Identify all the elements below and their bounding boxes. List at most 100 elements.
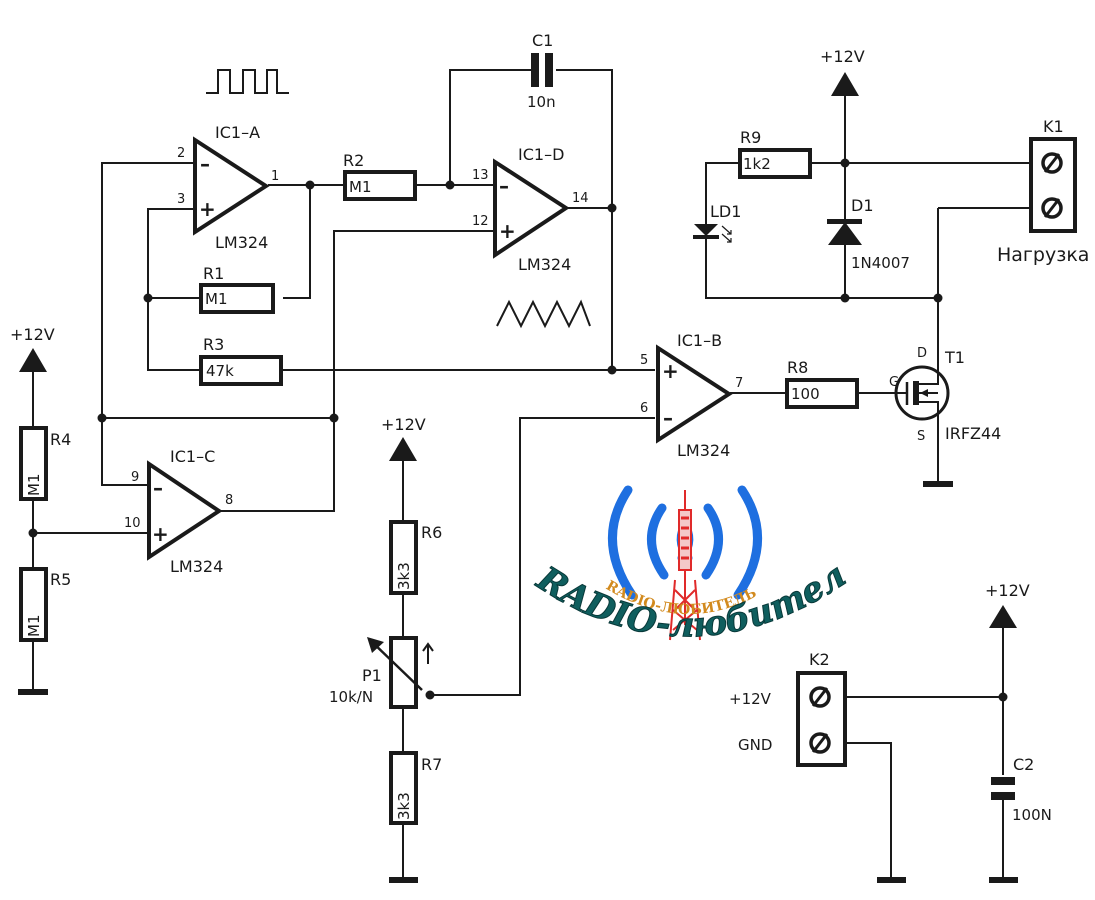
r2-ref: R2 bbox=[343, 151, 364, 170]
ic1d-part: LM324 bbox=[518, 255, 571, 274]
minus-sign: – bbox=[663, 406, 673, 430]
r9-ref: R9 bbox=[740, 128, 761, 147]
r7-value: 3k3 bbox=[395, 792, 413, 820]
ground-icon bbox=[923, 481, 953, 487]
radio-lyubitel-logo: RADIO-ЛЮБИТЕЛЬ RADIO-любитель bbox=[0, 0, 854, 646]
screw-terminal-icon bbox=[809, 686, 831, 708]
r1-value: M1 bbox=[205, 290, 228, 308]
plus-sign: + bbox=[499, 219, 516, 243]
c1-ref: C1 bbox=[532, 31, 553, 50]
increase-arrow-icon bbox=[422, 642, 434, 664]
opamp-ic1a: IC1–A LM324 2 3 1 – + bbox=[177, 123, 279, 252]
minus-sign: – bbox=[499, 174, 509, 198]
junction-dot bbox=[305, 180, 315, 190]
opamp-ic1c: IC1–C LM324 9 10 8 – + bbox=[124, 447, 233, 576]
junction-dot bbox=[607, 203, 617, 213]
screw-terminal-icon bbox=[1041, 197, 1063, 219]
resistor-r7: R7 3k3 bbox=[389, 751, 442, 825]
plus-sign: + bbox=[152, 522, 169, 546]
ic1c-part: LM324 bbox=[170, 557, 223, 576]
r8-value: 100 bbox=[791, 385, 820, 403]
ic1b-pin-plus: 5 bbox=[640, 353, 648, 368]
r3-ref: R3 bbox=[203, 335, 224, 354]
screw-terminal-icon bbox=[809, 732, 831, 754]
potentiometer-p1: P1 10k/N bbox=[329, 636, 434, 709]
ic1a-part: LM324 bbox=[215, 233, 268, 252]
r1-ref: R1 bbox=[203, 264, 224, 283]
ic1d-pin-out: 14 bbox=[572, 191, 589, 206]
ic1c-ref: IC1–C bbox=[170, 447, 215, 466]
ic1b-ref: IC1–B bbox=[677, 331, 722, 350]
resistor-r4: R4 M1 bbox=[19, 426, 71, 501]
k2-pin2-label: GND bbox=[738, 736, 772, 754]
ic1a-pin-out: 1 bbox=[271, 169, 279, 184]
adjust-arrow-icon bbox=[367, 637, 384, 653]
light-emission-icon bbox=[721, 233, 732, 243]
supply-label: +12V bbox=[985, 581, 1030, 600]
capacitor-c1: C1 10n bbox=[527, 31, 556, 111]
junction-dots bbox=[28, 158, 1008, 702]
resistor-r1: R1 M1 bbox=[199, 264, 275, 314]
d1-part: 1N4007 bbox=[851, 254, 910, 272]
d1-ref: D1 bbox=[851, 196, 874, 215]
c2-ref: C2 bbox=[1013, 755, 1034, 774]
r4-ref: R4 bbox=[50, 430, 71, 449]
junction-dot bbox=[840, 293, 850, 303]
diode-d1: D1 1N4007 bbox=[827, 196, 910, 272]
r6-value: 3k3 bbox=[395, 562, 413, 590]
junction-dot bbox=[28, 528, 38, 538]
supply-arrow-icon bbox=[389, 437, 417, 461]
ground-icon bbox=[877, 877, 906, 883]
led-ld1: LD1 bbox=[693, 202, 741, 243]
light-emission-icon bbox=[721, 225, 732, 235]
connector-k2: K2 +12V GND bbox=[729, 650, 847, 767]
r8-ref: R8 bbox=[787, 358, 808, 377]
r5-ref: R5 bbox=[50, 570, 71, 589]
capacitor-c2: C2 100N bbox=[991, 755, 1052, 824]
junction-dot bbox=[998, 692, 1008, 702]
k1-ref: K1 bbox=[1043, 117, 1064, 136]
ld1-ref: LD1 bbox=[710, 202, 741, 221]
supply-label: +12V bbox=[381, 415, 426, 434]
r5-value: M1 bbox=[25, 615, 43, 638]
junction-dot bbox=[933, 293, 943, 303]
supply-arrow-icon bbox=[989, 605, 1017, 628]
supply-12v-mid: +12V bbox=[381, 415, 426, 461]
ic1c-pin-minus: 9 bbox=[131, 470, 139, 485]
plus-sign: + bbox=[662, 359, 679, 383]
resistor-r2: R2 M1 bbox=[343, 151, 417, 201]
junction-dot bbox=[607, 365, 617, 375]
minus-sign: – bbox=[153, 476, 163, 500]
opamp-ic1d: IC1–D LM324 13 12 14 – + bbox=[472, 145, 589, 274]
p1-ref: P1 bbox=[362, 666, 382, 685]
square-wave-icon bbox=[206, 69, 289, 94]
supply-12v-top: +12V bbox=[820, 47, 865, 96]
junction-dot bbox=[143, 293, 153, 303]
ic1d-ref: IC1–D bbox=[518, 145, 564, 164]
resistor-r3: R3 47k bbox=[199, 335, 283, 386]
r9-value: 1k2 bbox=[743, 155, 771, 173]
resistor-r6: R6 3k3 bbox=[389, 520, 442, 595]
ic1d-pin-plus: 12 bbox=[472, 214, 489, 229]
r2-value: M1 bbox=[349, 178, 372, 196]
mosfet-t1: D G S T1 IRFZ44 bbox=[889, 346, 1001, 444]
connector-k1: K1 Нагрузка bbox=[997, 117, 1089, 266]
supply-label: +12V bbox=[820, 47, 865, 66]
junction-dot bbox=[840, 158, 850, 168]
ground-icon bbox=[18, 689, 48, 695]
p1-value: 10k/N bbox=[329, 688, 373, 706]
junction-dot bbox=[329, 413, 339, 423]
load-caption: Нагрузка bbox=[997, 244, 1089, 266]
ic1c-pin-out: 8 bbox=[225, 493, 233, 508]
t1-drain-label: D bbox=[917, 346, 927, 361]
triangle-wave-icon bbox=[496, 299, 591, 329]
r7-ref: R7 bbox=[421, 755, 442, 774]
ic1a-ref: IC1–A bbox=[215, 123, 260, 142]
t1-part: IRFZ44 bbox=[945, 424, 1001, 443]
supply-label: +12V bbox=[10, 325, 55, 344]
supply-12v-right: +12V bbox=[985, 581, 1030, 628]
ic1a-pin-plus: 3 bbox=[177, 192, 185, 207]
supply-arrow-icon bbox=[19, 348, 47, 372]
junction-dot bbox=[97, 413, 107, 423]
logo-title: RADIO-любитель bbox=[0, 0, 854, 646]
